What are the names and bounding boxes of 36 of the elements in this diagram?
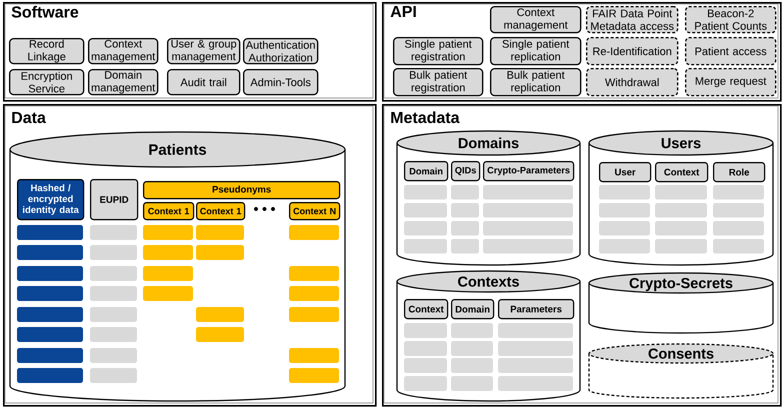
column-header: Context 1: [143, 202, 194, 220]
feature-box: Merge request: [685, 68, 776, 96]
feature-box: Re-Identification: [586, 37, 678, 66]
feature-box: Encryption Service: [9, 69, 84, 96]
feature-box: Authentication Authorization: [243, 38, 318, 64]
column-header: Crypto-Parameters: [483, 161, 574, 182]
column-header: QIDs: [451, 161, 480, 182]
feature-box: Bulk patient registration: [393, 68, 484, 96]
column-header: Context: [655, 162, 708, 182]
feature-box: Audit trail: [167, 69, 240, 96]
feature-box: Context management: [490, 6, 582, 34]
feature-box: FAIR Data Point Metadata access: [586, 6, 678, 34]
column-header: Context N: [289, 202, 340, 220]
feature-box: Context management: [88, 38, 158, 64]
feature-box: Patient access: [685, 37, 776, 66]
feature-box: Record Linkage: [9, 38, 84, 64]
feature-box: Single patient replication: [490, 37, 582, 66]
feature-box: Withdrawal: [586, 68, 678, 96]
column-header: Parameters: [498, 299, 574, 320]
feature-box: User & group management: [167, 38, 240, 64]
feature-box: Admin-Tools: [243, 69, 318, 96]
column-header: Pseudonyms: [143, 181, 340, 200]
column-header: User: [599, 162, 652, 182]
column-header: Domain: [404, 161, 448, 182]
database-cylinder: Consents: [588, 343, 774, 399]
feature-box: Domain management: [88, 69, 158, 96]
database-cylinder: Crypto-Secrets: [588, 272, 774, 334]
column-header: Context 1: [196, 202, 246, 220]
column-header: Hashed / encrypted identity data: [17, 179, 84, 220]
column-header: EUPID: [90, 179, 138, 220]
column-header: Domain: [451, 299, 494, 320]
feature-box: Bulk patient replication: [490, 68, 582, 96]
column-header: Role: [713, 162, 766, 182]
feature-box: Single patient registration: [393, 37, 484, 66]
column-header: Context: [404, 299, 448, 320]
feature-box: Beacon-2 Patient Counts: [685, 6, 776, 34]
